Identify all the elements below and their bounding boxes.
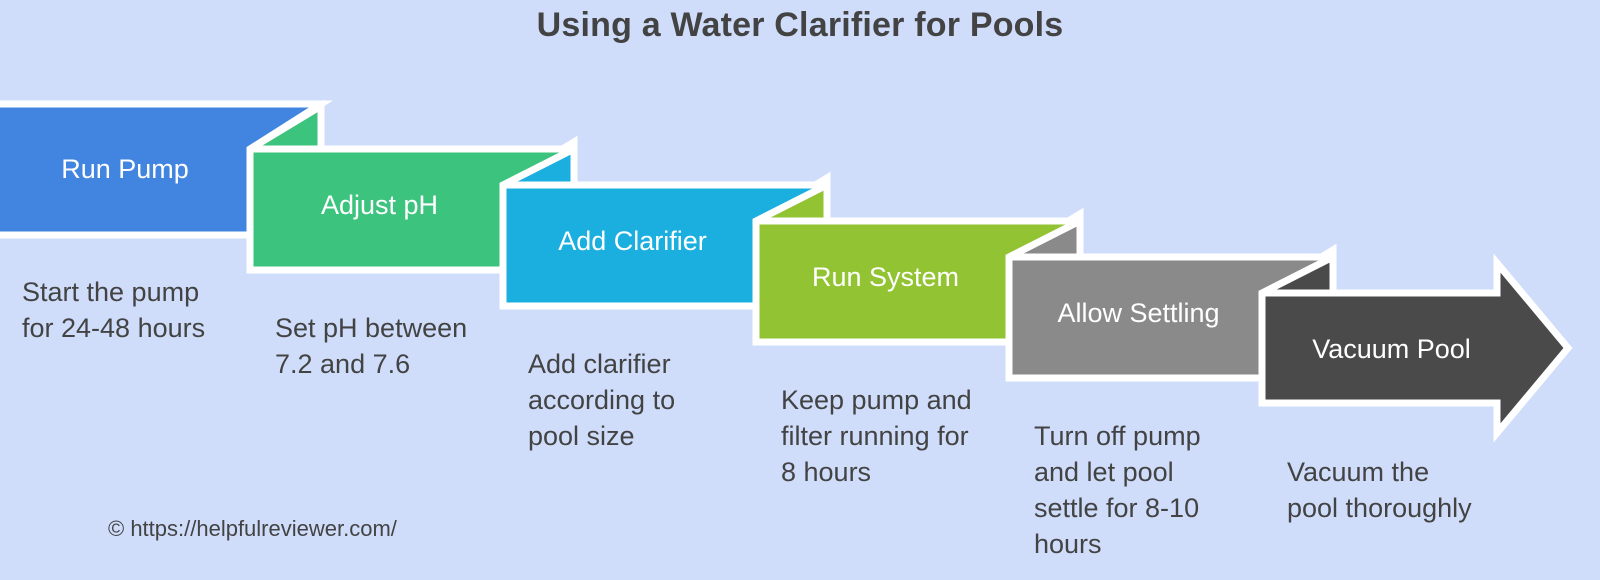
step-caption-4: Keep pump and filter running for 8 hours	[781, 383, 1013, 491]
step-caption-3: Add clarifier according to pool size	[528, 347, 760, 455]
caption-line: Keep pump and	[781, 385, 972, 415]
step-caption-2: Set pH between 7.2 and 7.6	[275, 311, 507, 383]
attribution-text: © https://helpfulreviewer.com/	[108, 516, 397, 541]
step-arrow-6	[1258, 253, 1573, 443]
caption-line: according to	[528, 384, 676, 415]
caption-line: pool thoroughly	[1287, 492, 1472, 523]
caption-line: settle for 8-10	[1034, 492, 1200, 523]
step-label-3: Add Clarifier	[558, 226, 707, 256]
caption-line: Start the pump	[22, 277, 200, 307]
caption-line: 7.2 and 7.6	[275, 348, 411, 379]
step-label-4: Run System	[811, 262, 960, 292]
page-title: Using a Water Clarifier for Pools	[536, 6, 1064, 44]
caption-line: Turn off pump	[1034, 421, 1201, 451]
caption-line: pool size	[528, 420, 635, 451]
step-caption-5: Turn off pump and let pool settle for 8-…	[1034, 419, 1266, 563]
caption-line: for 24-48 hours	[22, 312, 206, 343]
step-body-2	[246, 145, 576, 274]
step-label-5: Allow Settling	[1057, 298, 1220, 328]
step-body-5	[1005, 253, 1335, 382]
caption-line: and let pool	[1034, 456, 1174, 487]
step-label-1: Run Pump	[61, 154, 189, 184]
caption-line: Set pH between	[275, 313, 468, 343]
caption-line: hours	[1034, 528, 1102, 559]
step-label-2: Adjust pH	[320, 190, 439, 220]
step-caption-1: Start the pump for 24-48 hours	[22, 275, 254, 347]
step-body-1	[0, 100, 334, 239]
step-label-6: Vacuum Pool	[1312, 334, 1471, 364]
caption-line: Add clarifier	[528, 349, 671, 379]
caption-line: Vacuum the	[1287, 457, 1430, 487]
step-caption-6: Vacuum the pool thoroughly	[1287, 455, 1537, 527]
step-shape-1[interactable]	[0, 100, 334, 239]
step-body-4	[752, 217, 1082, 346]
step-body-3	[499, 181, 829, 310]
caption-line: 8 hours	[781, 456, 872, 487]
caption-line: filter running for	[781, 420, 969, 451]
